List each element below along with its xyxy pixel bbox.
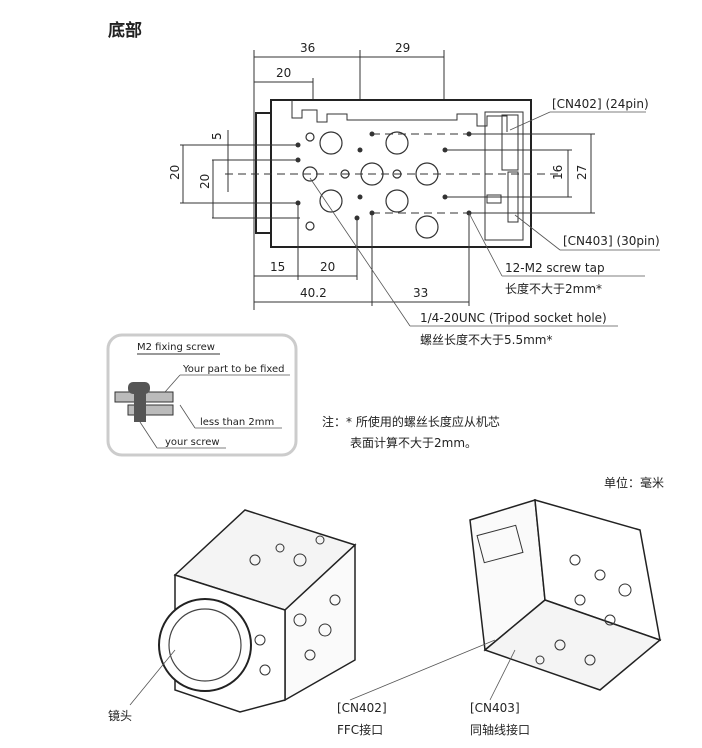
- note-line-1: 注：* 所使用的螺丝长度应从机芯: [322, 414, 500, 429]
- dim-20-bottom: 20: [320, 260, 335, 274]
- ffc-label: FFC接口: [337, 722, 383, 737]
- left-dimensions: 5 20 20: [168, 130, 300, 219]
- tripod-note: 螺丝长度不大于5.5mm*: [420, 332, 552, 347]
- page-title: 底部: [108, 20, 142, 41]
- dim-29: 29: [395, 41, 410, 55]
- lens-label: 镜头: [108, 708, 132, 723]
- dim-20-left-outer: 20: [168, 165, 182, 180]
- dim-5: 5: [210, 132, 224, 140]
- dim-40-2: 40.2: [300, 286, 327, 300]
- cn403-bottom-label: [CN403]: [470, 701, 520, 715]
- camera-body-outline: [225, 99, 560, 248]
- cn402-bottom-label: [CN402]: [337, 701, 387, 715]
- bottom-dimensions: 15 20 40.2 33: [254, 203, 470, 306]
- right-dimensions: 16 27: [445, 133, 595, 214]
- dim-20-top: 20: [276, 66, 291, 80]
- inset-less-label: less than 2mm: [200, 417, 274, 428]
- camera-front-view: 镜头: [108, 509, 357, 723]
- callouts: [CN402] (24pin) [CN403] (30pin) 12-M2 sc…: [309, 97, 660, 347]
- camera-rear-view: [CN402] FFC接口 [CN403] 同轴线接口: [337, 498, 662, 737]
- cn402-label: [CN402] (24pin): [552, 97, 649, 111]
- cn403-label: [CN403] (30pin): [563, 234, 660, 248]
- dim-16: 16: [551, 165, 565, 180]
- inset-title: M2 fixing screw: [137, 342, 215, 353]
- dim-20-left-inner: 20: [198, 174, 212, 189]
- tripod-label: 1/4-20UNC (Tripod socket hole): [420, 311, 607, 325]
- dim-33: 33: [413, 286, 428, 300]
- m2-screw-inset: M2 fixing screw Your part to be fixed le…: [106, 333, 298, 457]
- top-dimensions: 36 29 20: [253, 41, 445, 310]
- coax-label: 同轴线接口: [470, 722, 530, 737]
- screw-tap-note: 长度不大于2mm*: [505, 281, 602, 296]
- note-line-2: 表面计算不大于2mm。: [350, 435, 477, 450]
- unit-label: 单位：毫米: [604, 475, 664, 490]
- dim-15: 15: [270, 260, 285, 274]
- dim-27: 27: [575, 165, 589, 180]
- screw-tap-label: 12-M2 screw tap: [505, 261, 605, 275]
- dim-36: 36: [300, 41, 315, 55]
- inset-screw-label: your screw: [165, 437, 220, 448]
- inset-part-label: Your part to be fixed: [182, 364, 285, 375]
